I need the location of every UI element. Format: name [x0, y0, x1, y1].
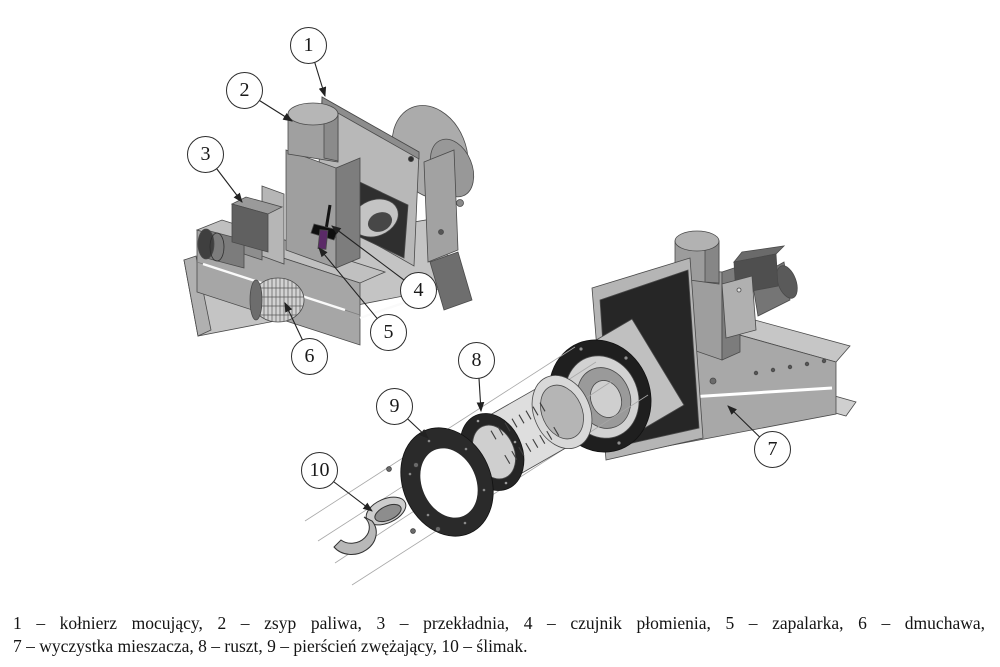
auger-motor	[721, 245, 798, 339]
callout-7: 7	[754, 431, 791, 468]
callout-9: 9	[376, 388, 413, 425]
callout-6: 6	[291, 338, 328, 375]
left-burner-assembly	[183, 96, 475, 346]
callout-8: 8	[458, 342, 495, 379]
callout-1: 1	[290, 27, 327, 64]
callout-10: 10	[301, 452, 338, 489]
fuel-chute	[285, 102, 361, 269]
flange-bolts	[386, 462, 441, 534]
exploded-parts	[304, 346, 649, 586]
callout-5: 5	[370, 314, 407, 351]
callout-4: 4	[400, 272, 437, 309]
narrowing-ring	[400, 427, 494, 537]
caption-line-2: 7 – wyczystka mieszacza, 8 – ruszt, 9 – …	[13, 636, 528, 656]
callout-3: 3	[187, 136, 224, 173]
gearbox	[197, 185, 285, 269]
auger-screw	[333, 496, 407, 555]
igniter	[317, 229, 329, 250]
caption-line-1: 1 – kołnierz mocujący, 2 – zsyp paliwa, …	[13, 613, 985, 633]
callout-2: 2	[226, 72, 263, 109]
fan-housing-dome	[391, 105, 475, 311]
